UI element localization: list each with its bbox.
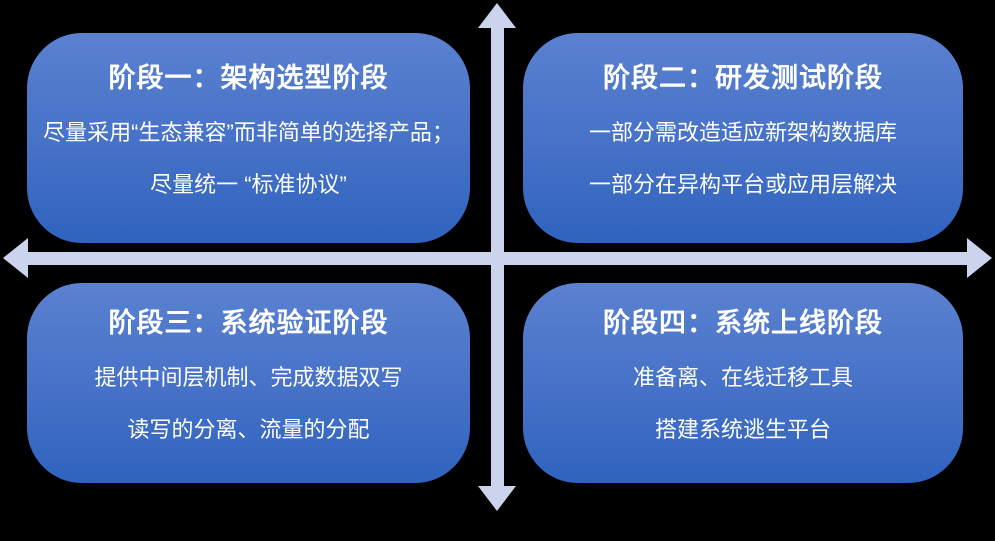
phase4-line-2: 搭建系统逃生平台 [654,417,831,442]
quadrant-box-phase3: 阶段三：系统验证阶段 提供中间层机制、完成数据双写 读写的分离、流量的分配 [27,283,470,483]
arrow-left-icon [3,238,28,278]
phase1-title: 阶段一：架构选型阶段 [108,63,389,93]
quadrant-box-phase1: 阶段一：架构选型阶段 尽量采用“生态兼容”而非简单的选择产品； 尽量统一 “标准… [27,33,470,243]
quadrant-box-phase2: 阶段二：研发测试阶段 一部分需改造适应新架构数据库 一部分在异构平台或应用层解决 [523,33,963,243]
phase2-title: 阶段二：研发测试阶段 [603,63,883,93]
arrow-up-icon [478,3,516,28]
phase1-line-2: 尽量统一 “标准协议” [150,172,347,197]
phase3-line-1: 提供中间层机制、完成数据双写 [94,365,403,390]
phase2-line-2: 一部分在异构平台或应用层解决 [588,172,897,197]
phase1-line-1: 尽量采用“生态兼容”而非简单的选择产品； [43,120,454,145]
arrow-right-icon [967,238,992,278]
phase4-line-1: 准备离、在线迁移工具 [632,365,853,390]
phase2-line-1: 一部分需改造适应新架构数据库 [588,120,897,145]
phase4-title: 阶段四：系统上线阶段 [603,308,883,338]
phase3-title: 阶段三：系统验证阶段 [108,308,389,338]
horizontal-axis-line [26,252,967,265]
phase3-line-2: 读写的分离、流量的分配 [127,417,370,442]
arrow-down-icon [478,486,516,511]
quadrant-box-phase4: 阶段四：系统上线阶段 准备离、在线迁移工具 搭建系统逃生平台 [523,283,963,483]
